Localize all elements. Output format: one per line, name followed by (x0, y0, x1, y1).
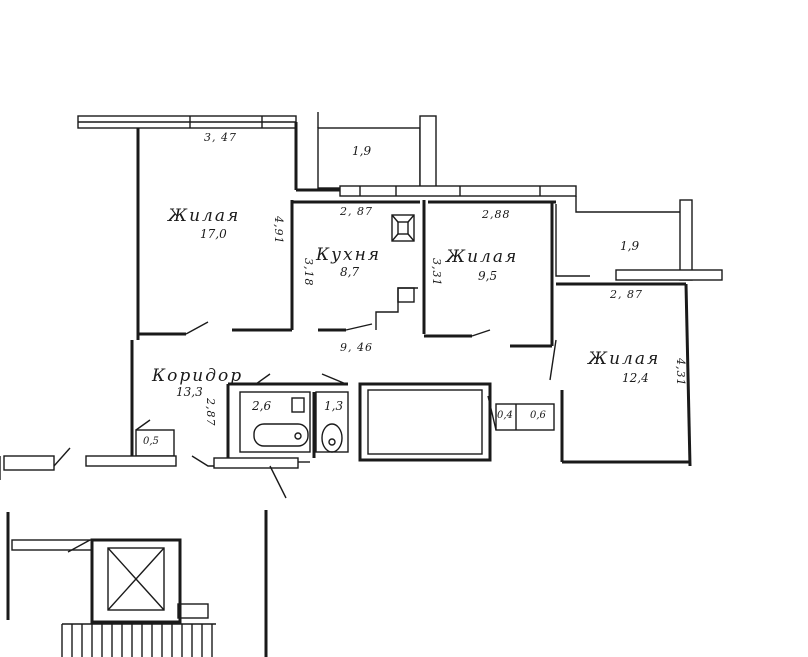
dim-living2-width: 2,88 (482, 208, 511, 221)
dim-corridor-length: 9, 46 (340, 341, 373, 354)
room-area-living2: 9,5 (478, 269, 498, 283)
wall-living2 (424, 200, 556, 348)
storage-unit (358, 382, 492, 462)
dim-living3-height: 4,31 (674, 358, 687, 387)
toilet (315, 391, 349, 453)
room-name-living1: Жилая (168, 206, 241, 226)
room-area-closet-a: 0,4 (497, 410, 513, 421)
wall-living3 (549, 282, 692, 467)
room-area-closet-b: 0,6 (530, 410, 546, 421)
room-name-living3: Жилая (588, 349, 661, 369)
stairwell (6, 510, 268, 657)
dim-living1-width: 3, 47 (204, 131, 237, 144)
wall-kitchen (292, 200, 426, 334)
wall-left-outer (130, 128, 140, 456)
room-area-bathroom: 2,6 (252, 399, 272, 413)
room-name-kitchen: Кухня (316, 245, 382, 265)
balcony-left (317, 112, 437, 189)
room-name-living2: Жилая (446, 247, 519, 267)
dim-living2-height: 3,31 (430, 258, 443, 287)
room-area-corridor: 13,3 (176, 385, 203, 399)
room-area-toilet: 1,3 (324, 399, 344, 413)
wall-top-living1 (77, 115, 297, 129)
dim-living3-width: 2, 87 (610, 288, 643, 301)
balcony-right (555, 196, 723, 281)
balcony-area-left: 1,9 (352, 144, 372, 158)
wall-top-kitchen-living2 (339, 185, 577, 197)
room-area-living1: 17,0 (200, 227, 227, 241)
bathroom (239, 391, 316, 458)
room-area-kitchen: 8,7 (340, 265, 360, 279)
dim-living1-height: 4,91 (272, 216, 285, 245)
wall-bottom (0, 447, 310, 499)
closets-right (487, 395, 555, 431)
dim-kitchen-width: 2, 87 (340, 205, 373, 218)
stair-steps (61, 623, 216, 657)
dim-kitchen-height: 3,18 (302, 258, 315, 287)
room-area-living3: 12,4 (622, 371, 649, 385)
wall-corridor (138, 321, 491, 458)
vent-icon (391, 214, 415, 242)
wall-living1-kitchen (290, 122, 340, 330)
balcony-area-right: 1,9 (620, 239, 640, 253)
dim-corridor-height: 2,87 (204, 398, 217, 427)
room-name-corridor: Коридор (152, 366, 244, 386)
room-area-closet-small: 0,5 (143, 436, 159, 447)
